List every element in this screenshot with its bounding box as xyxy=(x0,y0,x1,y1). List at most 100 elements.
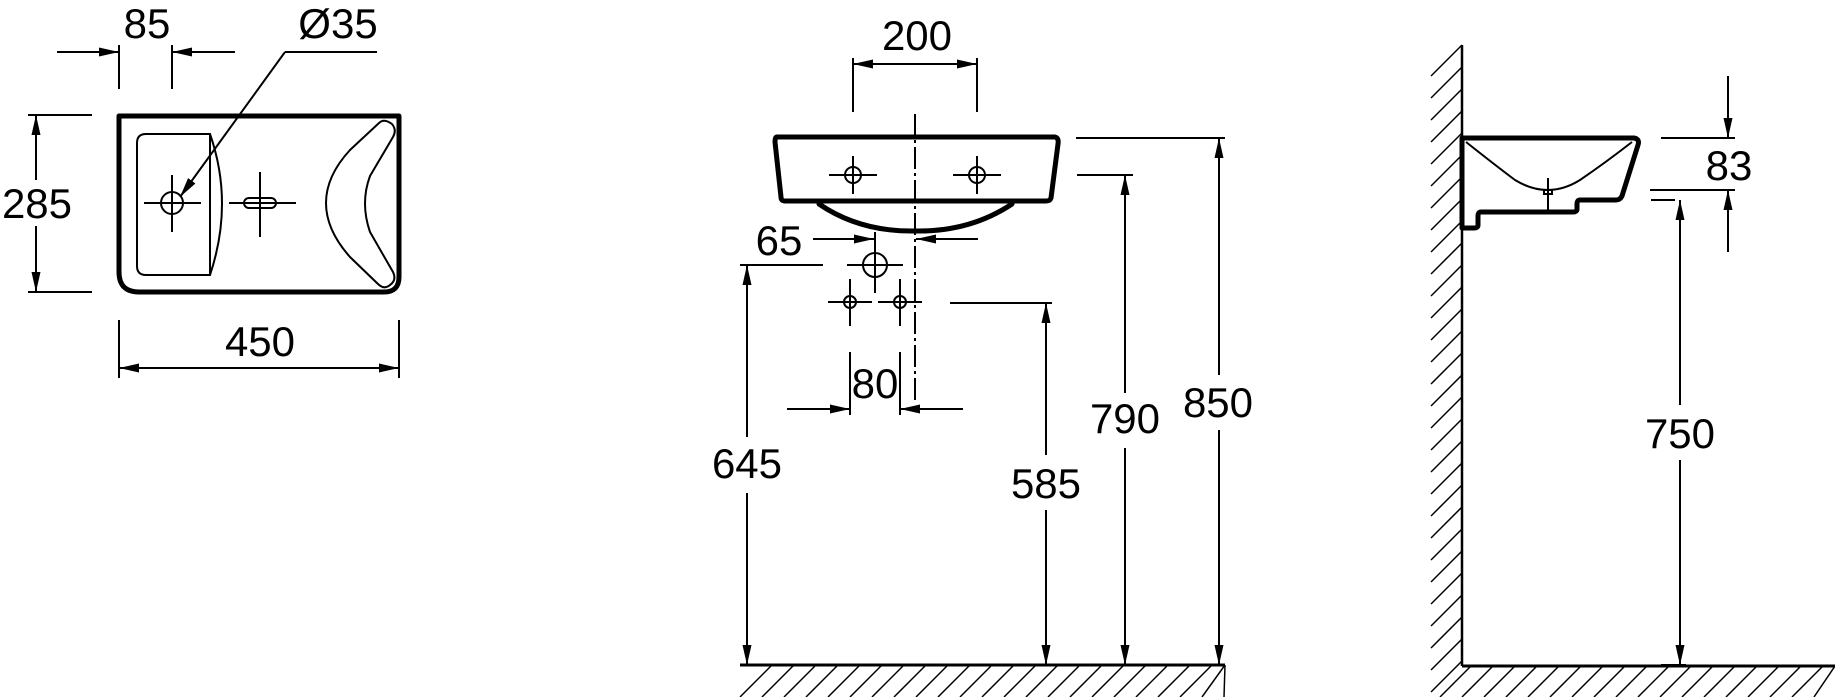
floor-hatch-line xyxy=(805,664,839,697)
floor-hatch-line xyxy=(871,664,905,697)
floor-hatch-line xyxy=(1439,665,1472,697)
dim-drain-offset-label: 65 xyxy=(756,217,803,264)
arrowhead-icon xyxy=(830,404,850,414)
arrowhead-icon xyxy=(119,363,139,373)
floor-hatch-line xyxy=(1135,664,1169,697)
wall-hatch-line xyxy=(1430,198,1463,231)
arrowhead-icon xyxy=(1041,303,1051,323)
wall-hatch-line xyxy=(1430,88,1463,121)
arrowhead-icon xyxy=(31,272,41,292)
wall-hatch-line xyxy=(1430,154,1463,187)
floor-hatch-line xyxy=(1461,665,1494,697)
wall-hatch-line xyxy=(1430,66,1463,99)
floor-hatch-line xyxy=(1725,665,1758,697)
floor-hatch-line xyxy=(959,664,993,697)
floor-hatch-line xyxy=(1179,664,1213,697)
floor-hatch-line xyxy=(1769,665,1802,697)
arrowhead-icon xyxy=(742,265,752,285)
floor-hatch-line xyxy=(1703,665,1736,697)
arrowhead-icon xyxy=(31,115,41,135)
arrowhead-icon xyxy=(957,59,977,69)
wall-hatch-line xyxy=(1430,418,1463,451)
floor-hatch-line xyxy=(1549,665,1582,697)
arrowhead-icon xyxy=(180,178,196,197)
arrowhead-icon xyxy=(1214,138,1224,158)
wall-hatch-line xyxy=(1430,396,1463,429)
side-view xyxy=(1459,45,1835,668)
floor-hatch-line xyxy=(937,664,971,697)
floor-hatch-line xyxy=(1615,665,1648,697)
arrowhead-icon xyxy=(379,363,399,373)
dim-drain-height-label: 645 xyxy=(712,440,782,487)
dim-tap-offset-label: 85 xyxy=(124,0,171,47)
soap-shelf-outline xyxy=(324,119,396,289)
floor-hatch-line xyxy=(1069,664,1103,697)
floor-hatch-line xyxy=(1527,665,1560,697)
dim-trap-spacing-label: 80 xyxy=(852,360,899,407)
drawing-geometry xyxy=(28,44,1835,697)
dim-bowl-height-label: 790 xyxy=(1090,395,1160,442)
arrowhead-icon xyxy=(1675,645,1685,665)
floor-hatch-line xyxy=(761,664,795,697)
arrowhead-icon xyxy=(1120,645,1130,665)
arrowhead-icon xyxy=(1041,645,1051,665)
wall-hatch-line xyxy=(1430,638,1463,671)
dim-width-label: 450 xyxy=(225,318,295,365)
top-view xyxy=(116,113,402,295)
dim-drain-diameter-label: Ø35 xyxy=(298,0,377,47)
wall-hatch-line xyxy=(1430,462,1463,495)
wall-hatch-line xyxy=(1430,286,1463,319)
arrowhead-icon xyxy=(854,234,874,244)
wall-hatch-line xyxy=(1430,308,1463,341)
arrowhead-icon xyxy=(1723,190,1733,210)
wall-hatch-line xyxy=(1430,572,1463,605)
floor-hatch-line xyxy=(915,664,949,697)
basin-outline-front xyxy=(772,134,1061,204)
wall-hatch-line xyxy=(1430,528,1463,561)
basin-outline-top xyxy=(116,113,402,295)
wall-hatch-line xyxy=(1430,616,1463,649)
arrowhead-icon xyxy=(1120,175,1130,195)
floor-hatch-line xyxy=(1025,664,1059,697)
wall-hatch-line xyxy=(1430,660,1463,693)
floor-hatch-line xyxy=(1047,664,1081,697)
floor-hatch-line xyxy=(1157,664,1191,697)
floor-hatch-line xyxy=(1483,665,1516,697)
wall-hatch-line xyxy=(1430,506,1463,539)
dim-rim-height-label: 850 xyxy=(1183,379,1253,426)
arrowhead-icon xyxy=(853,59,873,69)
floor-hatch-line xyxy=(1681,665,1714,697)
floor-hatch-line xyxy=(1571,665,1604,697)
arrowhead-icon xyxy=(172,47,192,57)
floor-hatch-line xyxy=(827,664,861,697)
wall-hatch-line xyxy=(1430,352,1463,385)
floor-hatch-line xyxy=(1593,665,1626,697)
floor-hatch-line xyxy=(893,664,927,697)
dim-install-height-label: 750 xyxy=(1645,410,1715,457)
dim-bowl-depth-label: 83 xyxy=(1706,142,1753,189)
arrowhead-icon xyxy=(742,645,752,665)
floor-hatch-line xyxy=(1505,665,1538,697)
wall-hatch-line xyxy=(1430,374,1463,407)
wall-hatch-line xyxy=(1430,330,1463,363)
wall-hatch-line xyxy=(1430,264,1463,297)
floor-hatch-line xyxy=(1813,665,1835,697)
floor-hatch-line xyxy=(1223,664,1226,697)
floor-hatch-line xyxy=(783,664,817,697)
wall-hatch-line xyxy=(1430,484,1463,517)
floor-hatch-line xyxy=(849,664,883,697)
dim-depth-label: 285 xyxy=(2,180,72,227)
wall-hatch-line xyxy=(1430,220,1463,253)
floor-hatch-line xyxy=(1201,664,1226,697)
floor-hatch-line xyxy=(1637,665,1670,697)
bowl-outline-top xyxy=(136,133,223,276)
arrowhead-icon xyxy=(1675,200,1685,220)
floor-hatch-line xyxy=(1091,664,1125,697)
arrowhead-icon xyxy=(1214,645,1224,665)
arrowhead-icon xyxy=(916,234,936,244)
floor-hatch-line xyxy=(739,664,773,697)
floor-hatch-line xyxy=(981,664,1015,697)
front-view xyxy=(740,114,1225,667)
wall-hatch-line xyxy=(1430,594,1463,627)
